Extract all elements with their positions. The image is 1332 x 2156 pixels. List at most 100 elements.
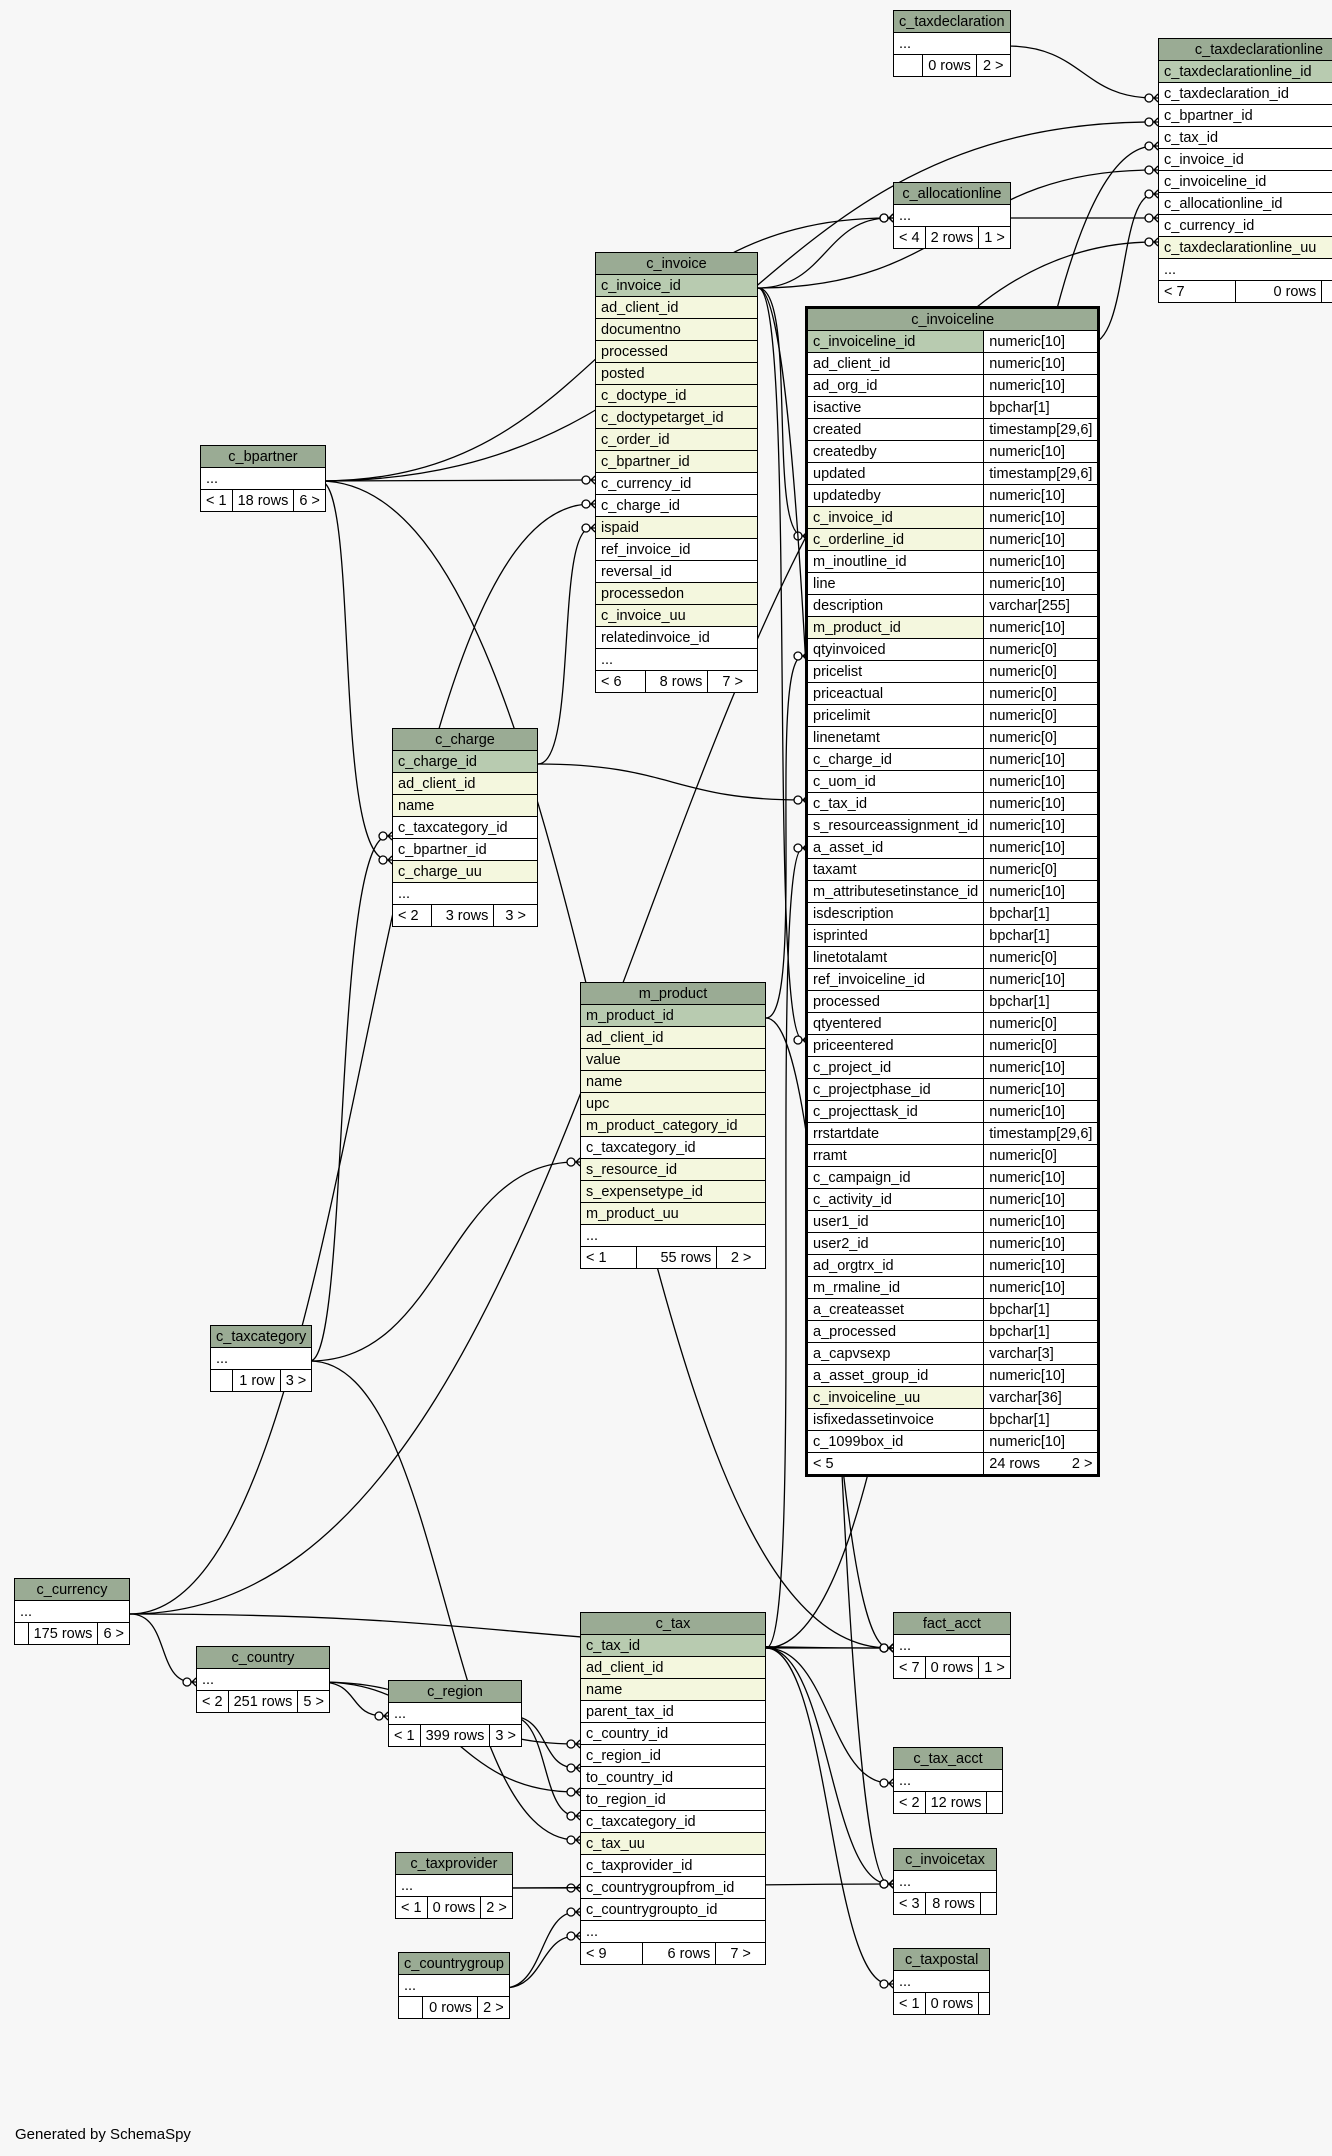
column-row: c_taxcategory_id bbox=[392, 816, 538, 839]
column-name: m_inoutline_id bbox=[806, 550, 985, 573]
column-name: c_project_id bbox=[806, 1056, 985, 1079]
column-row: c_tax_id bbox=[580, 1634, 766, 1657]
edge-tax-invoicetax bbox=[765, 1647, 890, 1885]
more-columns: ... bbox=[893, 1870, 997, 1893]
children-count: 2 > bbox=[476, 1996, 510, 2019]
row-count: 3 rows bbox=[430, 904, 495, 927]
edge-groupfrom-tax-optional-marker bbox=[566, 1907, 576, 1917]
more-columns: ... bbox=[209, 1347, 313, 1370]
column-row: c_invoiceline_id bbox=[1158, 170, 1332, 193]
column-name: a_processed bbox=[806, 1320, 985, 1343]
edge-country-tax-many-marker bbox=[575, 1739, 581, 1749]
row-count: 1 row bbox=[231, 1369, 281, 1392]
edge-invoice-alloc bbox=[757, 217, 890, 289]
edge-tax-line bbox=[765, 847, 804, 1649]
column-type: bpchar[1] bbox=[983, 924, 1099, 947]
table-header-row: c_tax_acct bbox=[893, 1747, 1003, 1770]
column-name: a_createasset bbox=[806, 1298, 985, 1321]
column-name: c_invoice_id bbox=[595, 274, 758, 297]
edge-charge-line bbox=[537, 763, 804, 801]
column-row: ad_client_id bbox=[595, 296, 758, 319]
table-name: c_countrygroup bbox=[398, 1952, 510, 1975]
parents-count: < 4 bbox=[893, 226, 926, 249]
column-row: c_bpartner_id bbox=[392, 838, 538, 861]
edge-taxcat-charge bbox=[309, 835, 389, 1362]
edge-bpartner-invoice-many-marker bbox=[590, 475, 596, 485]
column-type: varchar[3] bbox=[983, 1342, 1099, 1365]
row-count: 55 rows bbox=[635, 1246, 718, 1269]
column-name: processed bbox=[595, 340, 758, 363]
edge-ref-line-optional-marker bbox=[793, 1035, 803, 1045]
column-type: numeric[10] bbox=[983, 814, 1099, 837]
column-name: ad_client_id bbox=[580, 1656, 766, 1679]
table-header-row: c_currency bbox=[14, 1578, 130, 1601]
edge-taxcat-product-optional-marker bbox=[566, 1157, 576, 1167]
column-name: c_currency_id bbox=[595, 472, 758, 495]
column-row: ad_client_id bbox=[580, 1026, 766, 1049]
column-row: c_tax_id bbox=[1158, 126, 1332, 149]
edge-charge-invoice-optional-marker bbox=[581, 523, 591, 533]
more-columns-row: ... bbox=[388, 1702, 522, 1725]
column-type: numeric[10] bbox=[983, 1188, 1099, 1211]
more-columns: ... bbox=[595, 648, 758, 671]
column-type: numeric[0] bbox=[983, 638, 1099, 661]
column-type: numeric[0] bbox=[983, 682, 1099, 705]
column-type: bpchar[1] bbox=[983, 902, 1099, 925]
column-row: m_product_category_id bbox=[580, 1114, 766, 1137]
column-row: processed bbox=[595, 340, 758, 363]
children-count bbox=[978, 1992, 991, 2015]
column-type: bpchar[1] bbox=[983, 396, 1099, 419]
column-name: c_bpartner_id bbox=[1158, 104, 1332, 127]
column-type: numeric[10] bbox=[983, 484, 1099, 507]
edge-product-line-optional-marker bbox=[793, 651, 803, 661]
column-row: s_expensetype_id bbox=[580, 1180, 766, 1203]
more-columns: ... bbox=[395, 1874, 513, 1897]
children-count: 6 > bbox=[293, 489, 326, 512]
column-row: relatedinvoice_id bbox=[595, 626, 758, 649]
column-name: isprinted bbox=[806, 924, 985, 947]
table-header-row: c_countrygroup bbox=[398, 1952, 510, 1975]
column-name: m_product_id bbox=[806, 616, 985, 639]
edge-toregion-tax-optional-marker bbox=[566, 1811, 576, 1821]
children-count: 3 > bbox=[279, 1369, 313, 1392]
edge-country-region bbox=[319, 1681, 385, 1717]
column-name: ad_client_id bbox=[392, 772, 538, 795]
column-row: c_taxcategory_id bbox=[580, 1136, 766, 1159]
edge-ref-line bbox=[757, 287, 804, 1041]
column-name: c_taxcategory_id bbox=[392, 816, 538, 839]
column-row: m_product_id bbox=[580, 1004, 766, 1027]
edge-taxdeclaration-optional-marker bbox=[1144, 93, 1154, 103]
column-name: upc bbox=[580, 1092, 766, 1115]
row-count: 399 rows bbox=[419, 1724, 491, 1747]
table-name: c_invoicetax bbox=[893, 1848, 997, 1871]
column-name: c_country_id bbox=[580, 1722, 766, 1745]
column-row: ispaid bbox=[595, 516, 758, 539]
